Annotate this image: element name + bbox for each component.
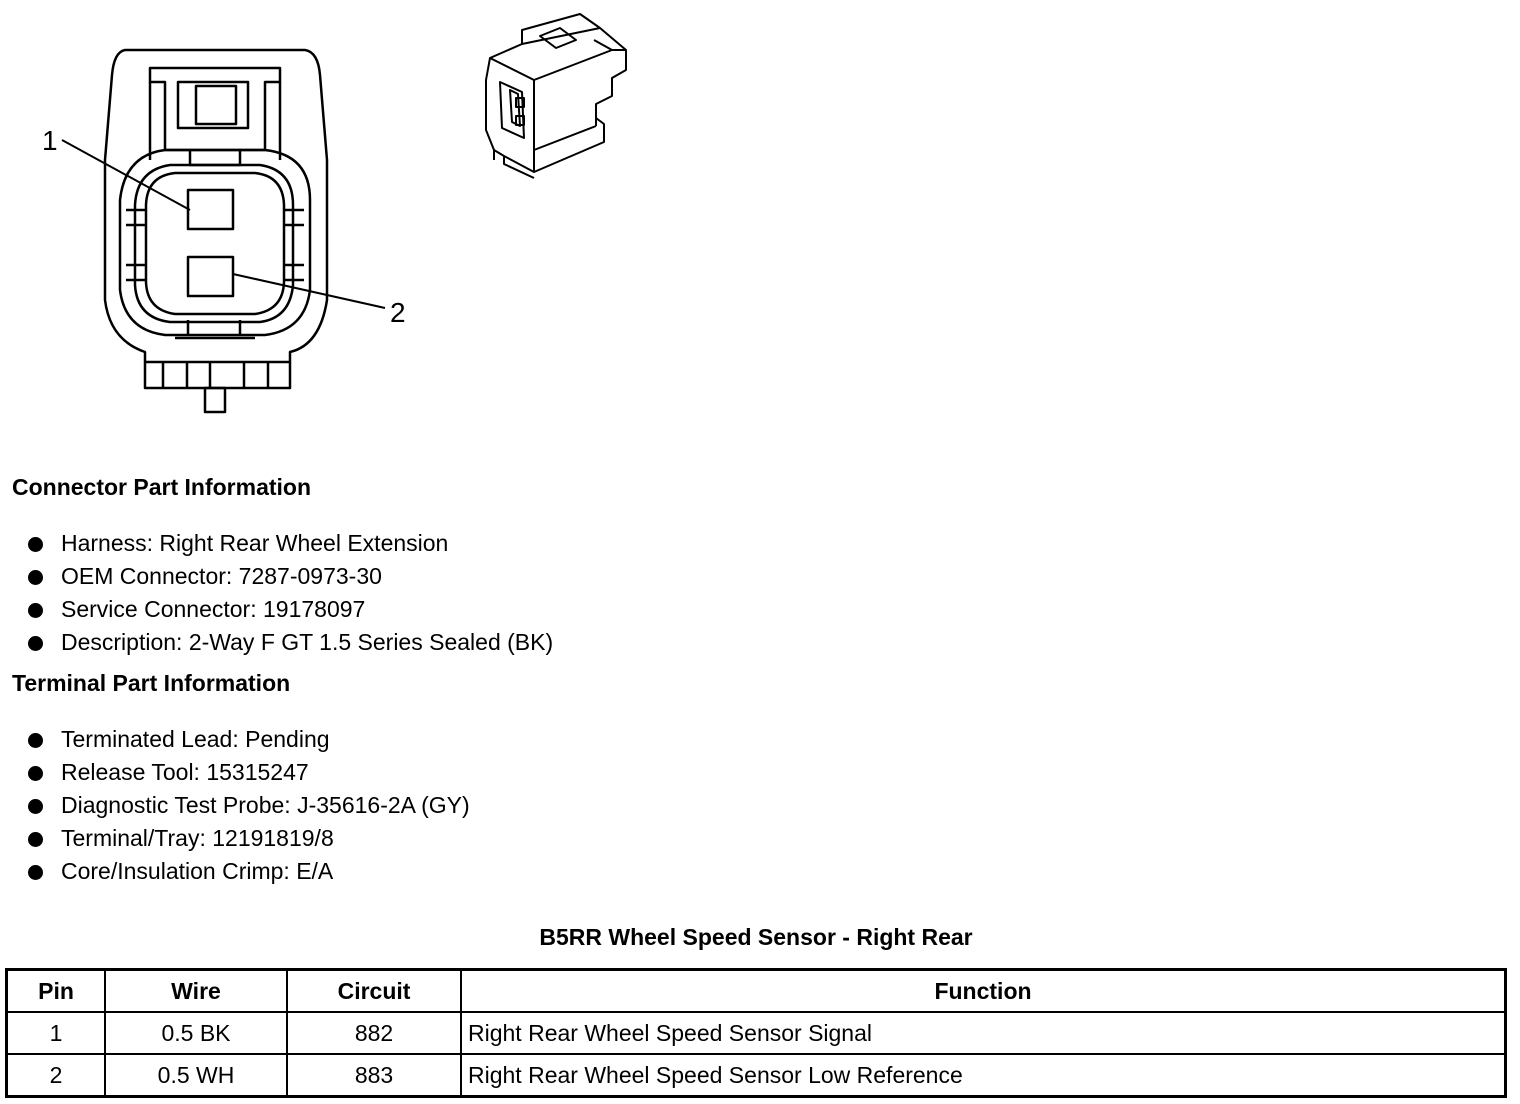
pin-table: Pin Wire Circuit Function 1 0.5 BK 882 R…: [5, 968, 1507, 1098]
pin-2-cavity: [186, 255, 235, 298]
list-item: Harness: Right Rear Wheel Extension: [28, 527, 553, 560]
pin-1-cavity: [186, 188, 235, 231]
list-item: Terminated Lead: Pending: [28, 723, 470, 756]
bullet-icon: [28, 865, 43, 880]
terminal-info-list: Terminated Lead: Pending Release Tool: 1…: [28, 723, 470, 888]
list-item: Diagnostic Test Probe: J-35616-2A (GY): [28, 789, 470, 822]
bullet-icon: [28, 636, 43, 651]
connector-info-heading: Connector Part Information: [12, 474, 312, 500]
table-row: 1 0.5 BK 882 Right Rear Wheel Speed Sens…: [5, 1011, 1507, 1055]
list-item: Description: 2-Way F GT 1.5 Series Seale…: [28, 626, 553, 659]
list-item: Terminal/Tray: 12191819/8: [28, 822, 470, 855]
column-header-pin: Pin: [5, 968, 106, 1013]
connector-face-view: [61, 48, 386, 414]
cell-wire: 0.5 BK: [104, 1011, 288, 1055]
column-header-function: Function: [460, 968, 1507, 1013]
list-item: Service Connector: 19178097: [28, 593, 553, 626]
column-header-wire: Wire: [104, 968, 288, 1013]
pin-table-title: B5RR Wheel Speed Sensor - Right Rear: [539, 924, 973, 950]
list-item: Core/Insulation Crimp: E/A: [28, 855, 470, 888]
connector-info-list: Harness: Right Rear Wheel Extension OEM …: [28, 527, 553, 659]
bullet-icon: [28, 733, 43, 748]
cell-function: Right Rear Wheel Speed Sensor Low Refere…: [460, 1053, 1507, 1098]
list-item: OEM Connector: 7287-0973-30: [28, 560, 553, 593]
bullet-icon: [28, 570, 43, 585]
cell-circuit: 883: [286, 1053, 462, 1098]
column-header-circuit: Circuit: [286, 968, 462, 1013]
bullet-icon: [28, 603, 43, 618]
connector-diagram: 1 2: [42, 13, 627, 414]
pin-label-2: 2: [390, 297, 406, 328]
cell-wire: 0.5 WH: [104, 1053, 288, 1098]
cell-pin: 2: [5, 1053, 106, 1098]
terminal-info-heading: Terminal Part Information: [12, 670, 291, 696]
cell-function: Right Rear Wheel Speed Sensor Signal: [460, 1011, 1507, 1055]
table-header-row: Pin Wire Circuit Function: [5, 968, 1507, 1013]
bullet-icon: [28, 537, 43, 552]
pin-label-1: 1: [42, 125, 58, 156]
connector-isometric-view: [485, 13, 627, 179]
bullet-icon: [28, 799, 43, 814]
table-row: 2 0.5 WH 883 Right Rear Wheel Speed Sens…: [5, 1053, 1507, 1098]
cell-circuit: 882: [286, 1011, 462, 1055]
cell-pin: 1: [5, 1011, 106, 1055]
bullet-icon: [28, 832, 43, 847]
list-item: Release Tool: 15315247: [28, 756, 470, 789]
bullet-icon: [28, 766, 43, 781]
